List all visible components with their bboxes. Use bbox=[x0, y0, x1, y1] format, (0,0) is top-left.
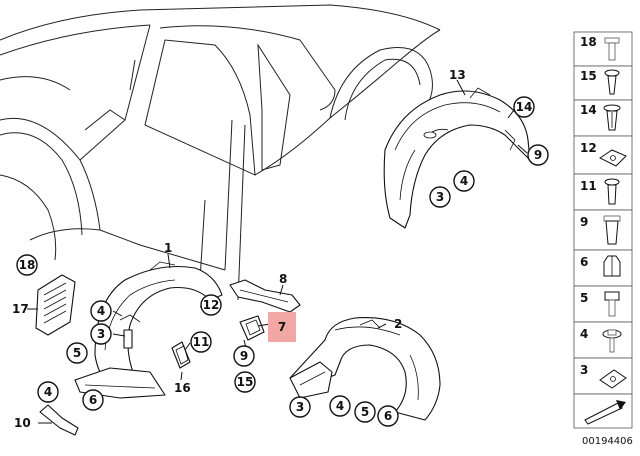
callout-11: 11 bbox=[190, 331, 212, 353]
callout-18-label: 18 bbox=[19, 258, 36, 272]
callout-3b: 3 bbox=[289, 396, 311, 418]
sidebar-item-18-label: 18 bbox=[580, 35, 597, 49]
callout-3a-label: 3 bbox=[97, 327, 105, 341]
callout-14-label: 14 bbox=[516, 100, 533, 114]
callout-4b: 4 bbox=[37, 381, 59, 403]
callout-6a-label: 6 bbox=[89, 393, 97, 407]
callout-9b: 9 bbox=[527, 144, 549, 166]
callout-4c-label: 4 bbox=[336, 399, 344, 413]
callout-5b: 5 bbox=[354, 401, 376, 423]
callout-5a: 5 bbox=[66, 342, 88, 364]
callout-15-label: 15 bbox=[237, 375, 254, 389]
callouts: 18 17 4 3 5 6 4 10 1 12 11 bbox=[12, 68, 549, 430]
callout-4b-label: 4 bbox=[44, 385, 52, 399]
fastener-sidebar: 18 15 14 12 bbox=[573, 31, 633, 447]
callout-2-label: 2 bbox=[394, 317, 402, 331]
callout-4c: 4 bbox=[329, 395, 351, 417]
expansion-nut-icon bbox=[603, 215, 621, 245]
callout-4d: 4 bbox=[453, 170, 475, 192]
sidebar-item-3-label: 3 bbox=[580, 363, 588, 377]
callout-7-label: 7 bbox=[278, 320, 286, 334]
sidebar-item-15-label: 15 bbox=[580, 69, 597, 83]
callout-3c-label: 3 bbox=[436, 190, 444, 204]
callout-4a: 4 bbox=[90, 300, 112, 322]
sidebar-item-9-label: 9 bbox=[580, 215, 588, 229]
part-17-bracket bbox=[35, 274, 76, 336]
callout-14: 14 bbox=[513, 96, 535, 118]
callout-15: 15 bbox=[234, 371, 256, 393]
sidebar-item-12: 12 bbox=[573, 135, 633, 175]
sidebar-item-6: 6 bbox=[573, 249, 633, 287]
sidebar-item-14-label: 14 bbox=[580, 103, 597, 117]
expanding-rivet-icon bbox=[603, 104, 621, 131]
part-13-rear-wheel-liner bbox=[383, 87, 531, 229]
sidebar-item-9: 9 bbox=[573, 209, 633, 251]
callout-4d-label: 4 bbox=[460, 174, 468, 188]
callout-9a-label: 9 bbox=[240, 349, 248, 363]
callout-1-label: 1 bbox=[164, 241, 172, 255]
sidebar-item-12-label: 12 bbox=[580, 141, 597, 155]
callout-13-label: 13 bbox=[449, 68, 466, 82]
push-rivet-icon bbox=[604, 69, 620, 95]
callout-5b-label: 5 bbox=[361, 405, 369, 419]
part-7-clip bbox=[239, 315, 265, 341]
callout-9a: 9 bbox=[233, 345, 255, 367]
part-8-bracket bbox=[229, 279, 301, 313]
callout-11-label: 11 bbox=[193, 335, 210, 349]
callout-10-label: 10 bbox=[14, 416, 31, 430]
part-11-seal bbox=[171, 341, 191, 369]
sidebar-item-5: 5 bbox=[573, 285, 633, 323]
callout-16-label: 16 bbox=[174, 381, 191, 395]
sidebar-symbol-box bbox=[573, 393, 633, 429]
callout-8-label: 8 bbox=[279, 272, 287, 286]
car-outline bbox=[0, 4, 441, 301]
screw-icon bbox=[604, 37, 620, 61]
clip-nut-icon bbox=[599, 149, 627, 167]
plastic-rivet-icon bbox=[604, 178, 620, 205]
spring-nut-icon bbox=[599, 369, 627, 389]
callout-6a: 6 bbox=[82, 389, 104, 411]
callout-4a-label: 4 bbox=[97, 304, 105, 318]
sidebar-item-18: 18 bbox=[573, 31, 633, 67]
sidebar-item-5-label: 5 bbox=[580, 291, 588, 305]
sidebar-item-15: 15 bbox=[573, 65, 633, 101]
hex-nut-icon bbox=[603, 255, 621, 277]
callout-5a-label: 5 bbox=[73, 346, 81, 360]
callout-9b-label: 9 bbox=[534, 148, 542, 162]
sidebar-item-6-label: 6 bbox=[580, 255, 588, 269]
sidebar-item-11-label: 11 bbox=[580, 179, 597, 193]
sidebar-item-4-label: 4 bbox=[580, 327, 588, 341]
sidebar-item-3: 3 bbox=[573, 357, 633, 395]
callout-12: 12 bbox=[200, 294, 222, 316]
callout-3b-label: 3 bbox=[296, 400, 304, 414]
callout-3a: 3 bbox=[90, 323, 112, 345]
part-2-lower-liner bbox=[289, 317, 441, 421]
callout-17-label: 17 bbox=[12, 302, 29, 316]
sidebar-item-11: 11 bbox=[573, 173, 633, 211]
hex-bolt-icon bbox=[604, 291, 620, 317]
callout-6b-label: 6 bbox=[384, 409, 392, 423]
callout-6b: 6 bbox=[377, 405, 399, 427]
washer-screw-icon bbox=[602, 329, 622, 353]
callout-7-highlight: 7 bbox=[268, 312, 296, 342]
callout-18: 18 bbox=[16, 254, 38, 276]
sidebar-item-4: 4 bbox=[573, 321, 633, 359]
sidebar-item-14: 14 bbox=[573, 99, 633, 137]
callout-3c: 3 bbox=[429, 186, 451, 208]
diagram-reference-number: 00194406 bbox=[582, 436, 633, 447]
callout-12-label: 12 bbox=[203, 298, 220, 312]
part-1-front-wheel-liner bbox=[74, 261, 223, 399]
part-10-bracket bbox=[39, 404, 79, 436]
arrow-symbol-icon bbox=[584, 400, 626, 425]
